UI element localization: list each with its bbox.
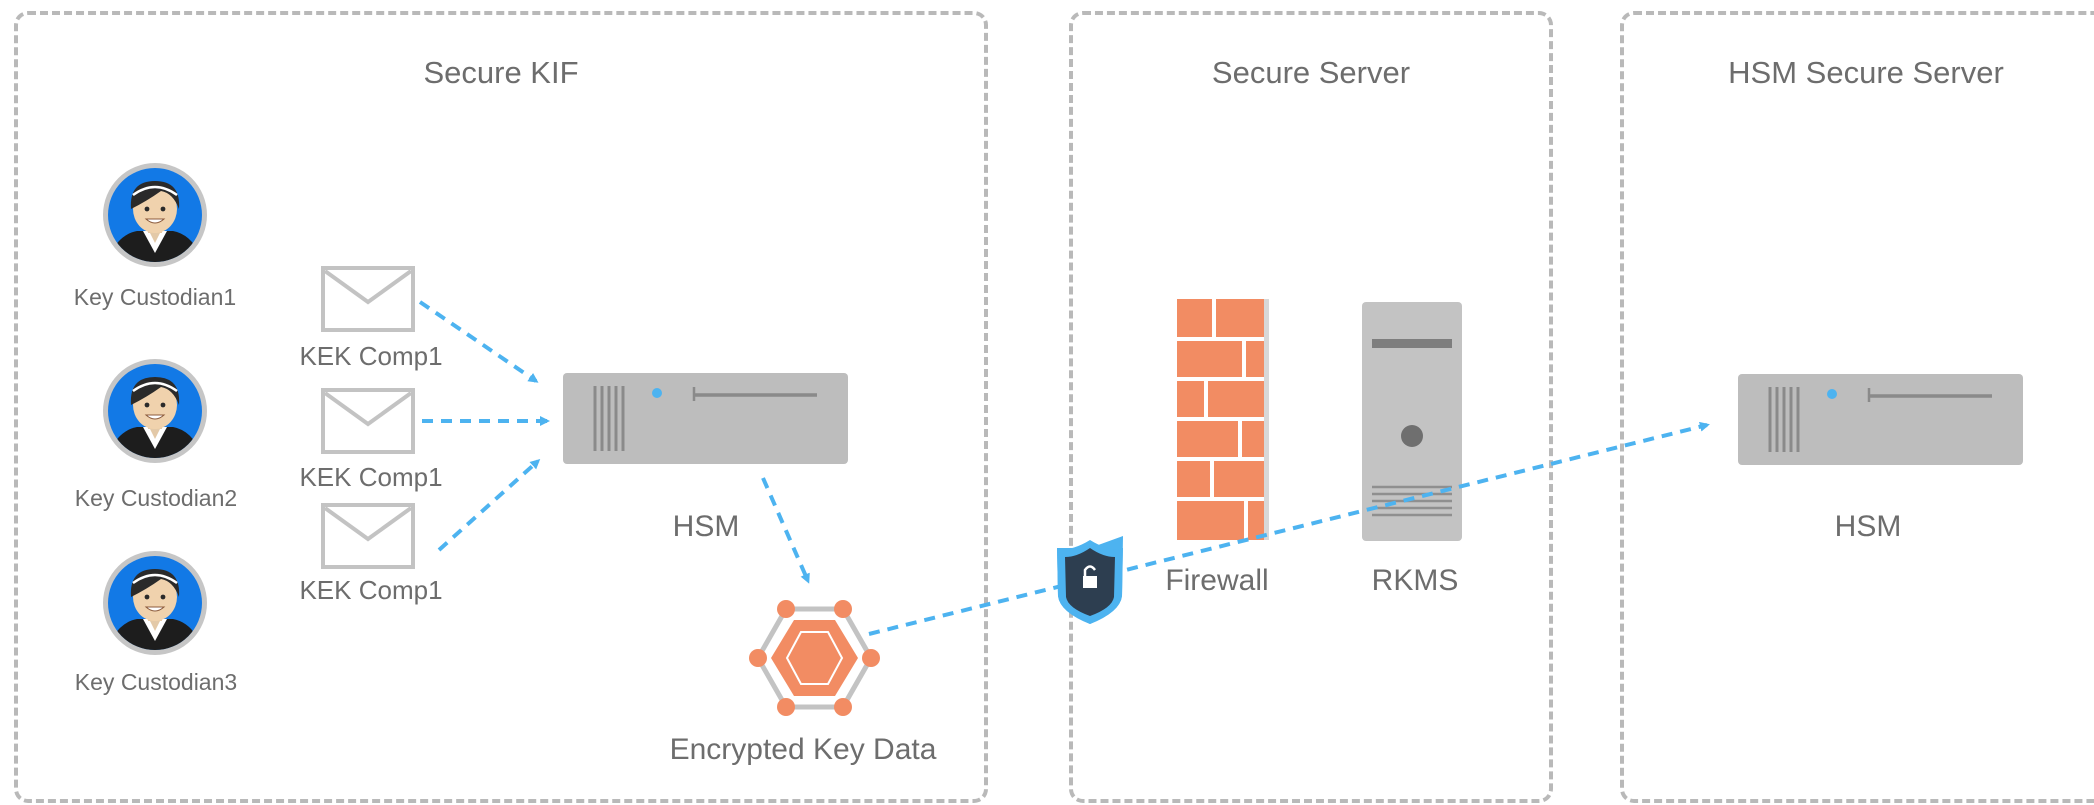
custodian3-avatar-icon — [103, 551, 207, 655]
hsm-right-label: HSM — [1834, 510, 1902, 543]
kek-comp1-envelope-icon-1 — [321, 266, 415, 332]
shield-lock-icon — [1057, 536, 1123, 624]
zone-title-secure-server: Secure Server — [1211, 55, 1411, 90]
zone-hsm-secure-server: HSM Secure Server — [1620, 11, 2094, 803]
custodian1-label: Key Custodian1 — [73, 284, 237, 310]
arrow-envelope1-to-hsm — [418, 300, 539, 383]
rkms-tower-server-icon — [1362, 302, 1462, 541]
encrypted-key-label: Encrypted Key Data — [669, 733, 937, 766]
encrypted-key-hexagon-icon — [749, 600, 880, 716]
zone-secure-kif: Secure KIF — [14, 11, 988, 803]
arrow-hsm-to-encrypted-key — [761, 477, 810, 584]
flow-arrows — [418, 300, 1710, 636]
arrow-envelope3-to-hsm — [437, 458, 541, 552]
kek-comp1-label-2: KEK Comp1 — [299, 462, 443, 492]
zone-title-hsm-secure-server: HSM Secure Server — [1728, 55, 2004, 90]
hsm-left-server-icon — [561, 371, 850, 466]
kek-comp1-envelope-icon-3 — [321, 503, 415, 569]
rkms-label: RKMS — [1371, 564, 1459, 597]
custodian1-avatar-icon — [103, 163, 207, 267]
firewall-icon — [1177, 299, 1269, 540]
zone-secure-server: Secure Server — [1069, 11, 1553, 803]
firewall-label: Firewall — [1165, 564, 1269, 597]
hsm-left-label: HSM — [672, 510, 740, 543]
custodian2-avatar-icon — [103, 359, 207, 463]
kek-comp1-label-3: KEK Comp1 — [299, 575, 443, 605]
arrow-encrypted-key-to-remote-hsm — [868, 421, 1710, 636]
kek-comp1-envelope-icon-2 — [321, 388, 415, 454]
hsm-right-server-icon — [1736, 372, 2025, 467]
custodian3-label: Key Custodian3 — [74, 669, 238, 695]
custodian2-label: Key Custodian2 — [74, 485, 238, 511]
zone-title-secure-kif: Secure KIF — [423, 55, 579, 90]
kek-comp1-label-1: KEK Comp1 — [299, 341, 443, 371]
